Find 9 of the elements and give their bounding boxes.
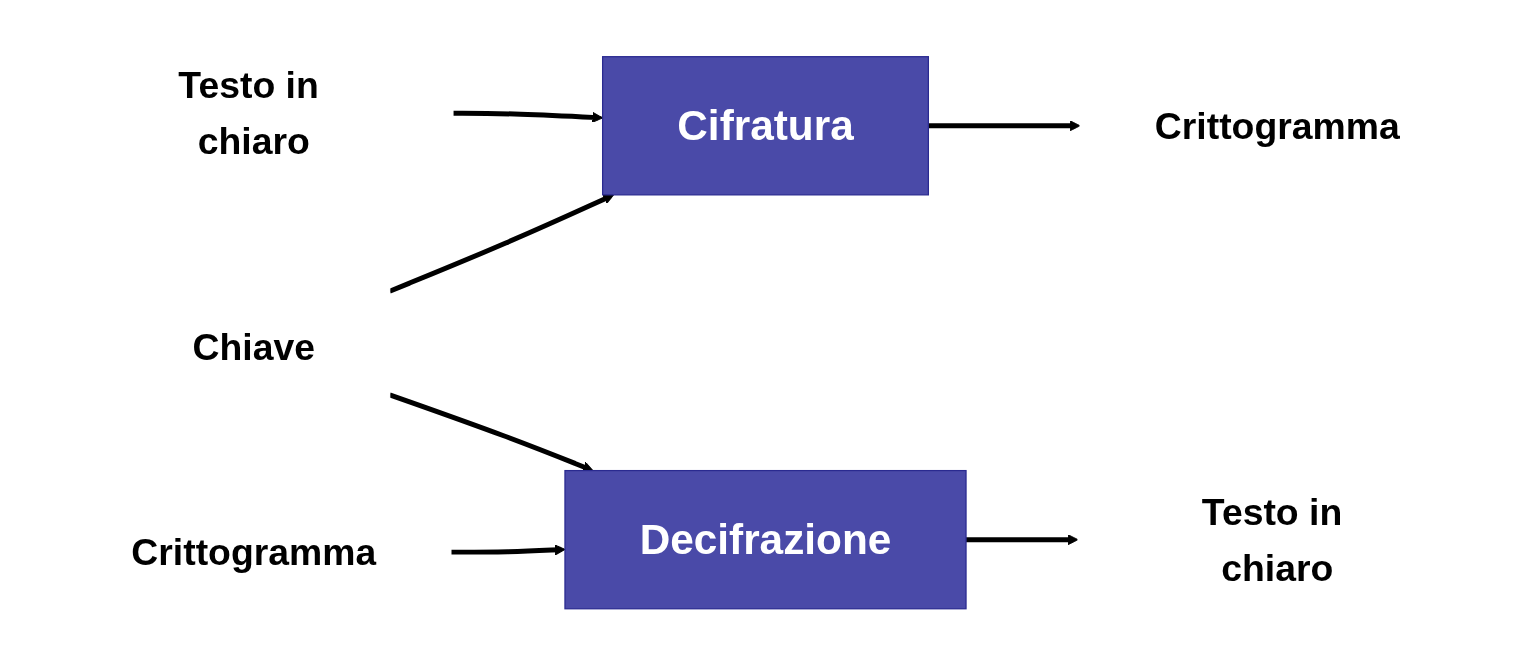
arrow	[966, 534, 1079, 546]
node-box: Decifrazione	[564, 469, 967, 610]
node-text: Testo in chiaro	[178, 64, 319, 162]
node-text: Crittogramma	[131, 531, 377, 573]
arrow	[928, 120, 1081, 132]
node-box: Cifratura	[602, 56, 929, 196]
node-text: Crittogramma	[1154, 105, 1400, 147]
node-text: Testo in chiaro	[1201, 491, 1343, 589]
node-text: Chiave	[192, 326, 315, 368]
